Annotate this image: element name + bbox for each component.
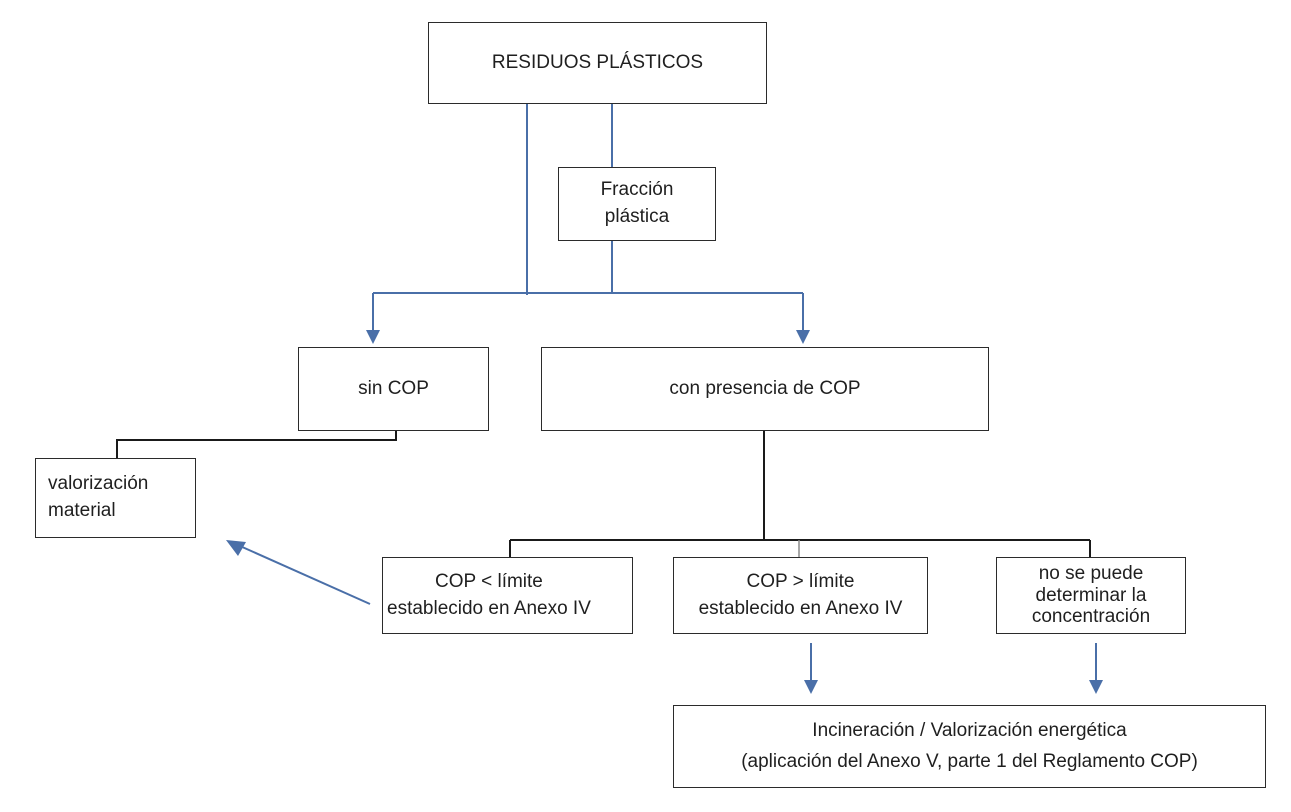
node-cop-menor-limite: COP < límite establecido en Anexo IV <box>382 557 633 634</box>
node-sin-cop-text: sin COP <box>358 376 429 403</box>
connector-sin-cop-valorizacion <box>116 430 397 458</box>
arrowhead-incineracion-left <box>804 680 818 694</box>
no-determinar-line-1: no se puede <box>1038 562 1144 584</box>
node-residuos-plasticos-text: RESIDUOS PLÁSTICOS <box>492 50 703 77</box>
arrowhead-incineracion-right <box>1089 680 1103 694</box>
cop-menor-line-2: establecido en Anexo IV <box>387 597 591 619</box>
incineracion-line-2: (aplicación del Anexo V, parte 1 del Reg… <box>741 750 1198 772</box>
node-fraccion-plastica-text: Fracción plástica <box>601 177 674 230</box>
residuos-line-1: RESIDUOS PLÁSTICOS <box>491 51 704 73</box>
node-incineracion-text: Incineración / Valorización energética (a… <box>741 716 1198 777</box>
valorizacion-material-line-2: material <box>48 500 116 521</box>
node-fraccion-plastica: Fracción plástica <box>558 167 716 241</box>
fraccion-line-1: Fracción <box>600 179 674 201</box>
arrowhead-valorizacion <box>226 540 246 556</box>
node-sin-cop: sin COP <box>298 347 489 431</box>
sin-cop-line-1: sin COP <box>358 377 429 399</box>
con-cop-line-1: con presencia de COP <box>669 377 861 399</box>
valorizacion-material-line-1: valorización <box>48 473 149 495</box>
arrowhead-sin-cop <box>366 330 380 344</box>
cop-menor-line-1: COP < límite <box>434 570 543 592</box>
node-con-presencia-cop: con presencia de COP <box>541 347 989 431</box>
incineracion-line-1: Incineración / Valorización energética <box>812 720 1127 742</box>
node-con-presencia-cop-text: con presencia de COP <box>669 376 860 403</box>
node-cop-menor-limite-text: COP < límite establecido en Anexo IV <box>383 569 591 622</box>
node-cop-mayor-limite-text: COP > límite establecido en Anexo IV <box>699 569 903 622</box>
cop-mayor-line-2: establecido en Anexo IV <box>698 597 903 619</box>
node-residuos-plasticos: RESIDUOS PLÁSTICOS <box>428 22 767 104</box>
node-valorizacion-material-text: valorización material <box>48 471 148 524</box>
arrowhead-con-cop <box>796 330 810 344</box>
no-determinar-line-2: determinar la <box>1035 584 1147 606</box>
cop-mayor-line-1: COP > límite <box>746 570 855 592</box>
node-valorizacion-material: valorización material <box>35 458 196 538</box>
connector-cop-menor-valorizacion <box>239 545 371 605</box>
fraccion-line-2: plástica <box>604 206 670 227</box>
node-cop-mayor-limite: COP > límite establecido en Anexo IV <box>673 557 928 634</box>
node-incineracion: Incineración / Valorización energética (a… <box>673 705 1266 788</box>
no-determinar-line-3: concentración <box>1031 606 1151 628</box>
